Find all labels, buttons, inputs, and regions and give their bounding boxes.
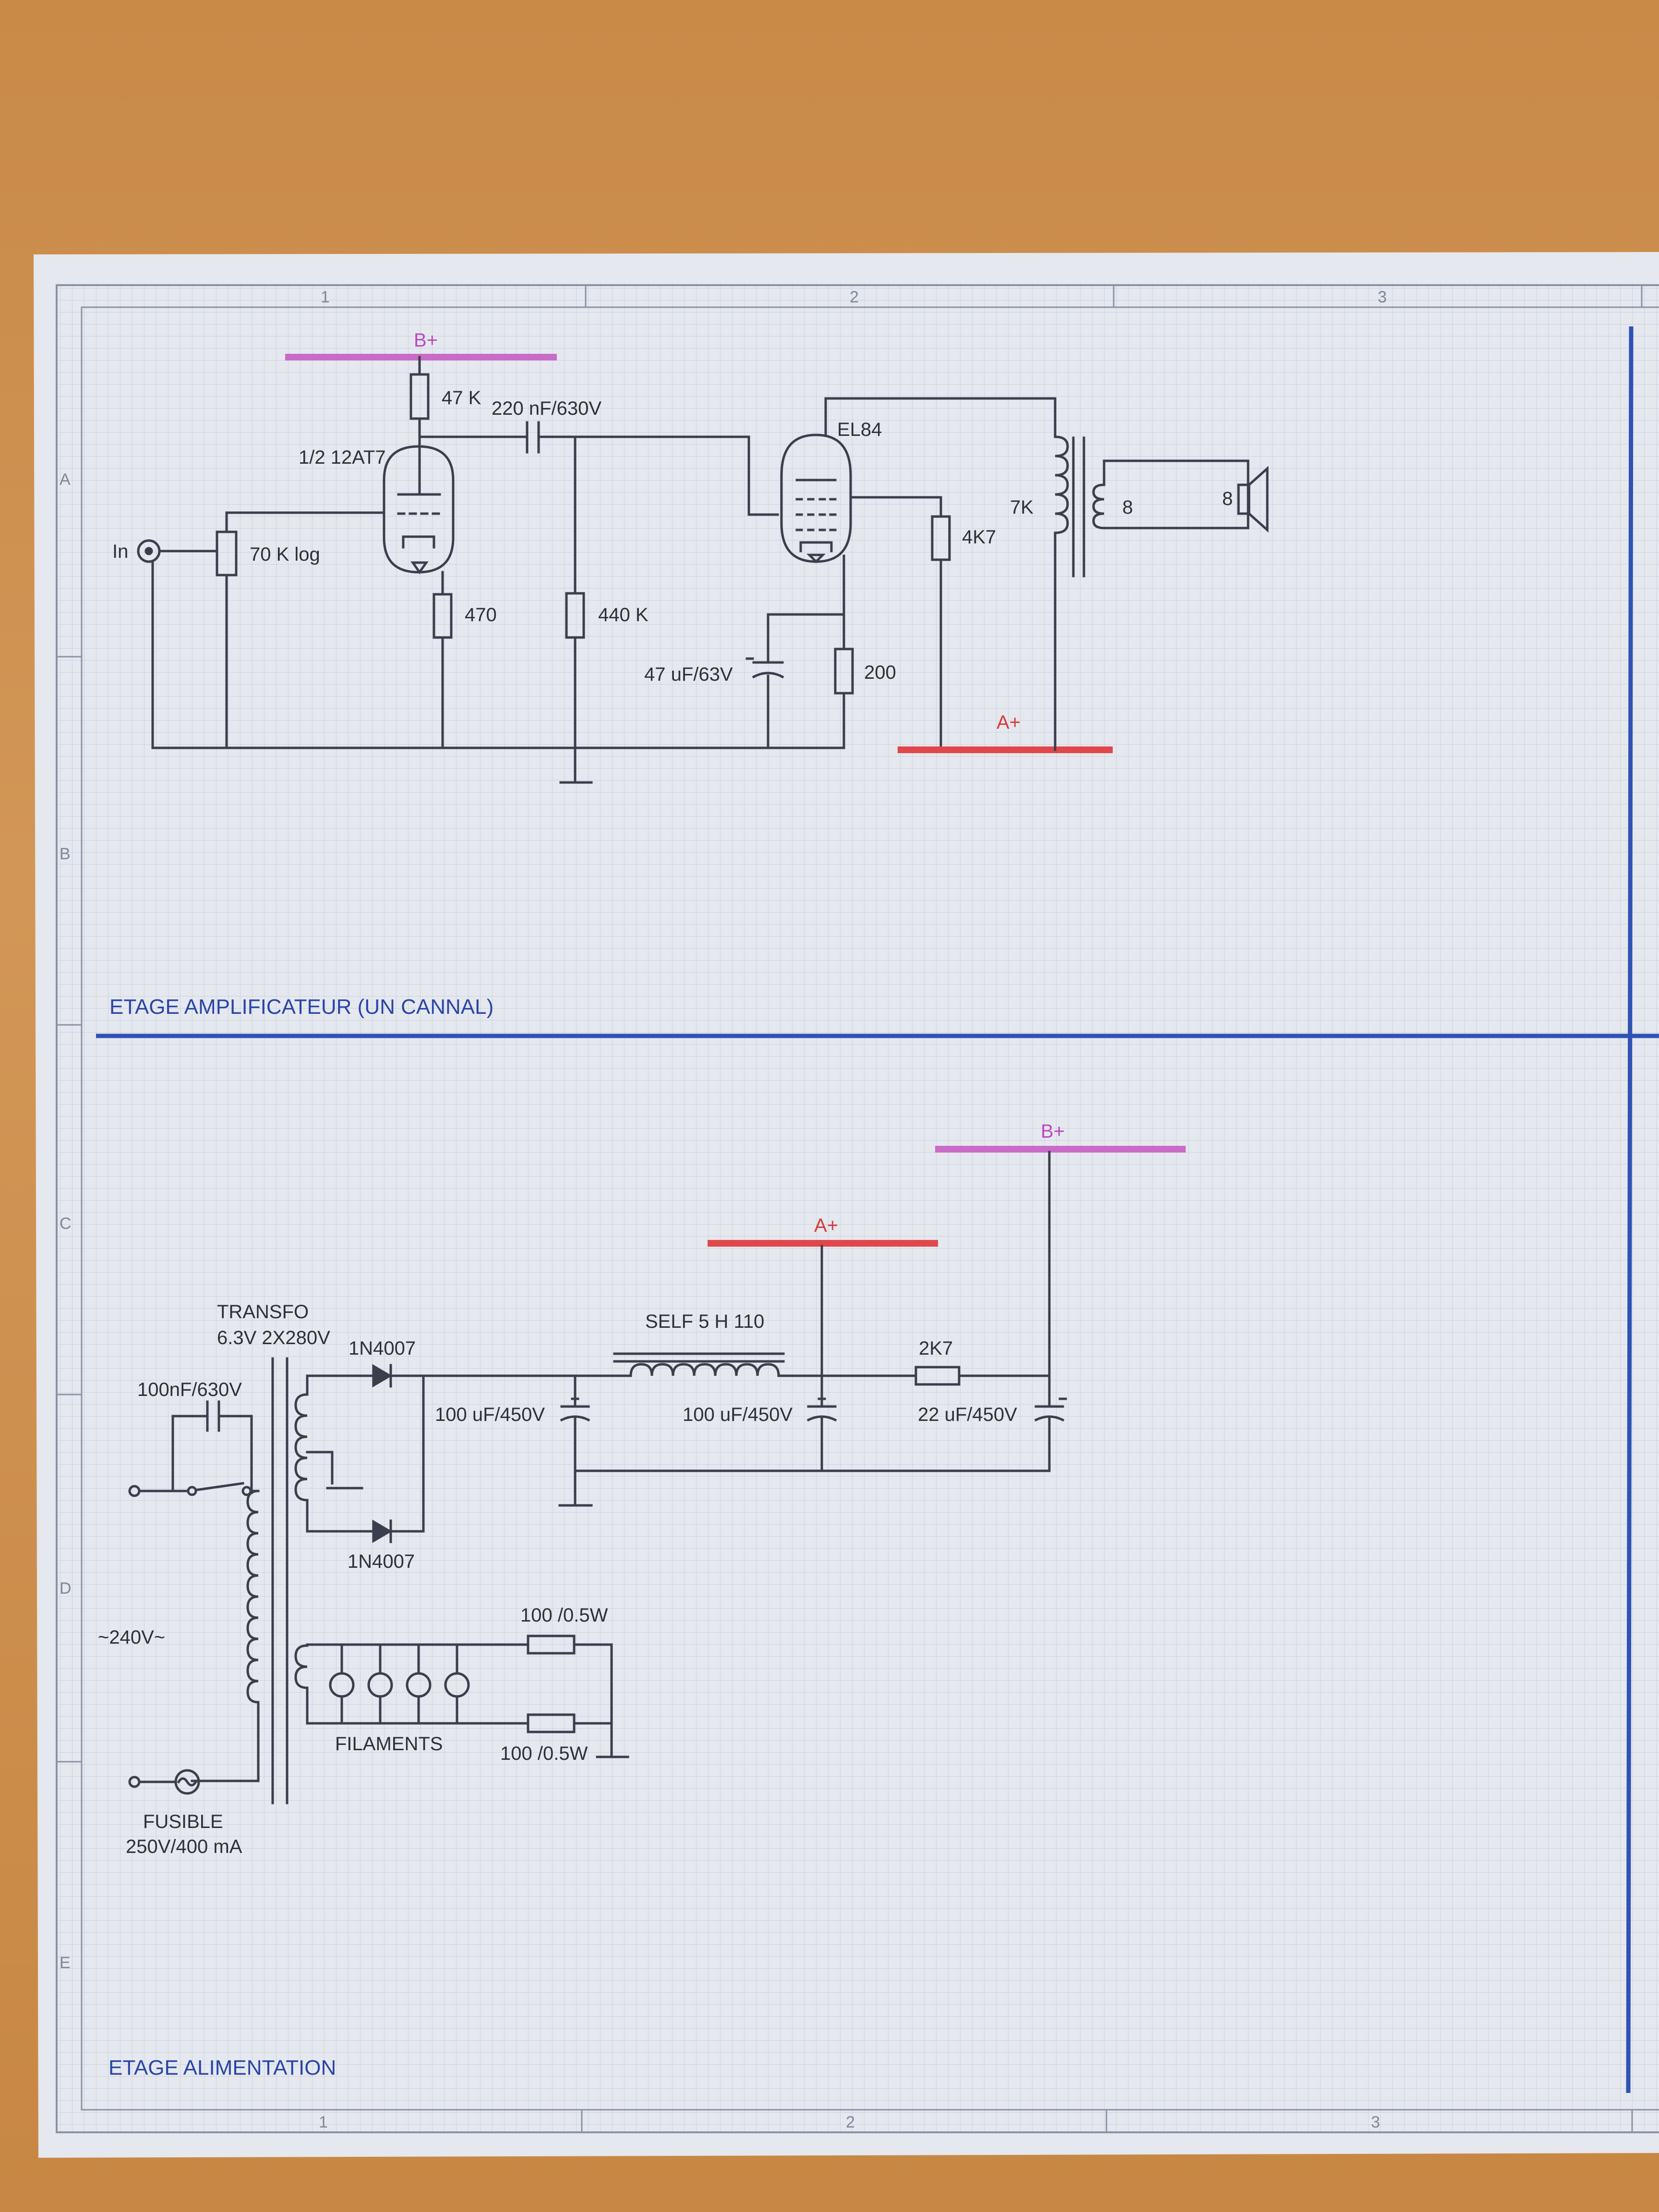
column-label-1-bottom: 1 [319,2113,328,2131]
mains-voltage-label: ~240V~ [98,1627,165,1648]
screen-resistor-label: 4K7 [962,527,996,548]
hv-secondary-winding [294,1381,309,1533]
fuse-icon [174,1769,200,1795]
filament-winding [294,1644,309,1689]
a-plus-label-psu: A+ [814,1215,838,1236]
column-label-2: 2 [850,288,859,306]
row-label-a: A [60,470,71,489]
diode-bottom-label: 1N4007 [348,1551,415,1572]
row-label-b: B [60,845,71,863]
pentode-label: EL84 [837,419,882,440]
speaker-icon [1237,466,1269,533]
cathode-bypass-capacitor [745,657,784,679]
triode-label: 1/2 12AT7 [299,447,386,468]
primary-winding [191,1490,260,1782]
grid-background [55,283,1659,2134]
coupling-capacitor-label: 220 nF/630V [492,398,601,419]
transfo-spec: 6.3V 2X280V [217,1327,330,1348]
output-transformer-icon [1054,435,1250,751]
column-label-3: 3 [1378,288,1387,306]
fuse-label: FUSIBLE [143,1811,223,1832]
frame-ticks [57,285,1643,2132]
diode-top-label: 1N4007 [349,1338,416,1359]
cathode-resistor-1-label: 470 [465,604,497,625]
amplifier-section-title: ETAGE AMPLIFICATEUR (UN CANNAL) [109,995,493,1019]
row-label-c: C [60,1214,72,1233]
filaments-label: FILAMENTS [335,1733,443,1755]
column-label-2-bottom: 2 [846,2113,855,2131]
volume-potentiometer [216,511,385,748]
switch-capacitor-label: 100nF/630V [137,1379,242,1400]
row-label-e: E [60,1954,71,1972]
filament-resistor-bottom-label: 100 /0.5W [500,1743,588,1764]
filter-capacitor-2-label: 100 uF/450V [683,1404,793,1425]
input-label: In [112,541,128,562]
choke-inductor-icon [613,1352,785,1377]
filter-capacitor-1-label: 100 uF/450V [435,1404,545,1425]
input-jack-icon [137,539,161,563]
b-plus-label-amp: B+ [414,330,438,351]
pot-label: 70 K log [250,544,320,565]
pentode-tube-icon [780,433,852,564]
filter-capacitor-2 [806,1397,837,1422]
power-section-title: ETAGE ALIMENTATION [108,2056,336,2080]
column-label-3-bottom: 3 [1371,2113,1380,2131]
outer-frame [56,284,1659,2133]
speaker-label: 8 [1222,488,1233,509]
amplifier-stage: B+ In 70 K log 1/2 12AT7 [112,330,1269,784]
dropping-resistor-label: 2K7 [919,1338,953,1359]
filter-capacitor-3-label: 22 uF/450V [918,1404,1017,1425]
column-label-1: 1 [321,288,330,306]
row-label-d: D [60,1579,72,1598]
ot-primary-label: 7K [1010,497,1034,518]
filament-bulbs [329,1643,470,1725]
fuse-spec: 250V/400 mA [126,1836,242,1857]
a-plus-label-amp: A+ [997,712,1021,733]
cathode-bypass-capacitor-label: 47 uF/63V [644,664,733,685]
b-plus-label-psu: B+ [1041,1121,1065,1142]
plate-resistor-label: 47 K [442,387,481,409]
ot-secondary-label: 8 [1122,497,1133,518]
filter-capacitor-1 [560,1397,590,1422]
triode-tube-icon [383,445,455,575]
grid-resistor-label: 440 K [598,604,649,625]
filter-capacitor-3 [1034,1397,1067,1422]
power-stage: B+ A+ TRANSFO 6.3V 2X280V 100nF/630V ~24… [98,1121,1186,1857]
cathode-resistor-2-label: 200 [864,662,896,683]
choke-label: SELF 5 H 110 [645,1311,764,1332]
inner-frame [81,306,1659,2111]
transfo-label: TRANSFO [217,1301,309,1322]
filament-resistor-top-label: 100 /0.5W [520,1605,608,1626]
title-block-divider [1626,326,1634,2093]
